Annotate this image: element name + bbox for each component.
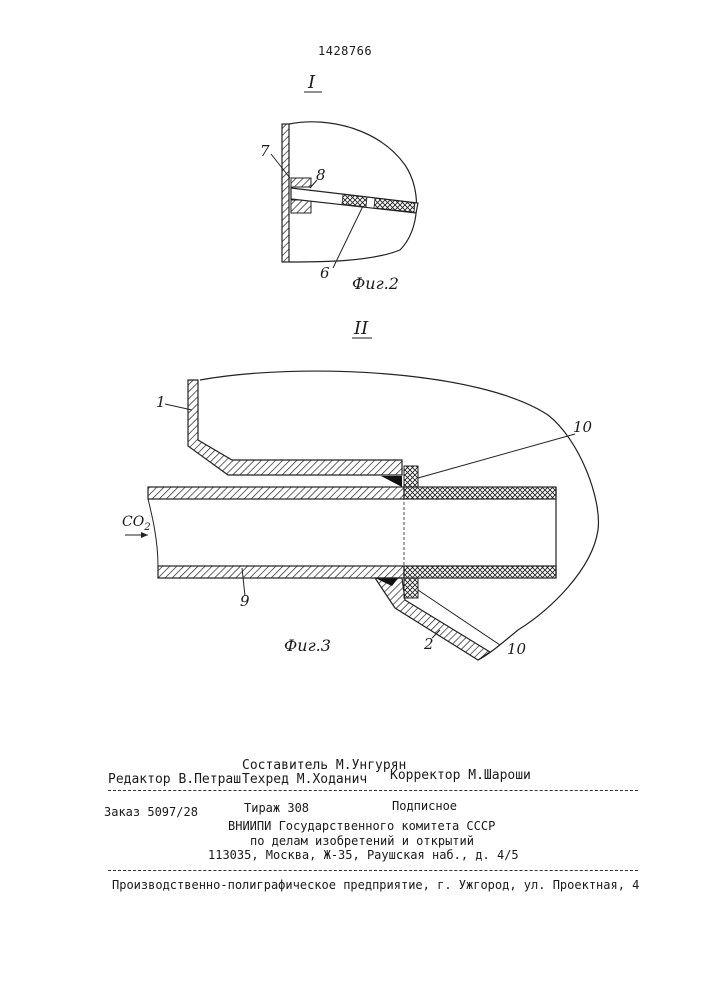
part-1-upper (188, 380, 402, 475)
label-7: 7 (260, 142, 270, 160)
gas-formula: CO (122, 514, 144, 530)
figure-3-caption: Фиг.3 (284, 636, 331, 655)
compiler-line: Составитель М.Унгурян (242, 758, 406, 773)
pipe-9-top-wall (148, 487, 404, 499)
bolt-10-top (404, 466, 418, 487)
label-9: 9 (240, 592, 250, 610)
gas-label: CO2 (122, 514, 151, 533)
corrector-line: Корректор М.Шароши (390, 768, 531, 783)
detail-I-label: I (308, 72, 315, 93)
label-8: 8 (316, 166, 326, 184)
printer-line: Производственно-полиграфическое предприя… (112, 878, 639, 892)
gas-subscript: 2 (144, 522, 150, 533)
divider-2 (108, 870, 638, 871)
pipe-9-bottom-wall (158, 566, 404, 578)
label-1: 1 (156, 393, 166, 411)
detail-boundary-2 (200, 371, 598, 660)
org-line-1: ВНИИПИ Государственного комитета СССР (228, 819, 495, 833)
techred-line: Техред М.Ходанич (242, 772, 367, 787)
label-10-top: 10 (573, 418, 592, 436)
label-10-bottom: 10 (507, 640, 526, 658)
figure-3-detail (125, 338, 598, 660)
wall-7 (282, 124, 289, 262)
label-6: 6 (320, 264, 330, 282)
figure-2-caption: Фиг.2 (352, 274, 399, 293)
divider-1 (108, 790, 638, 791)
order-line: Заказ 5097/28 (104, 805, 198, 819)
pipe-right-bottom-wall (404, 566, 556, 578)
pipe-right-top-wall (404, 487, 556, 499)
bolt-10-bottom (404, 578, 418, 598)
figure-2-detail (271, 92, 418, 268)
org-address: 113035, Москва, Ж-35, Раушская наб., д. … (208, 848, 519, 862)
label-2: 2 (424, 635, 434, 653)
bolt-8 (291, 178, 311, 187)
detail-II-label: II (354, 318, 368, 339)
subscription-line: Подписное (392, 799, 457, 813)
editor-line: Редактор В.Петраш (108, 772, 241, 787)
circulation-line: Тираж 308 (244, 801, 309, 815)
org-line-2: по делам изобретений и открытий (250, 834, 474, 848)
